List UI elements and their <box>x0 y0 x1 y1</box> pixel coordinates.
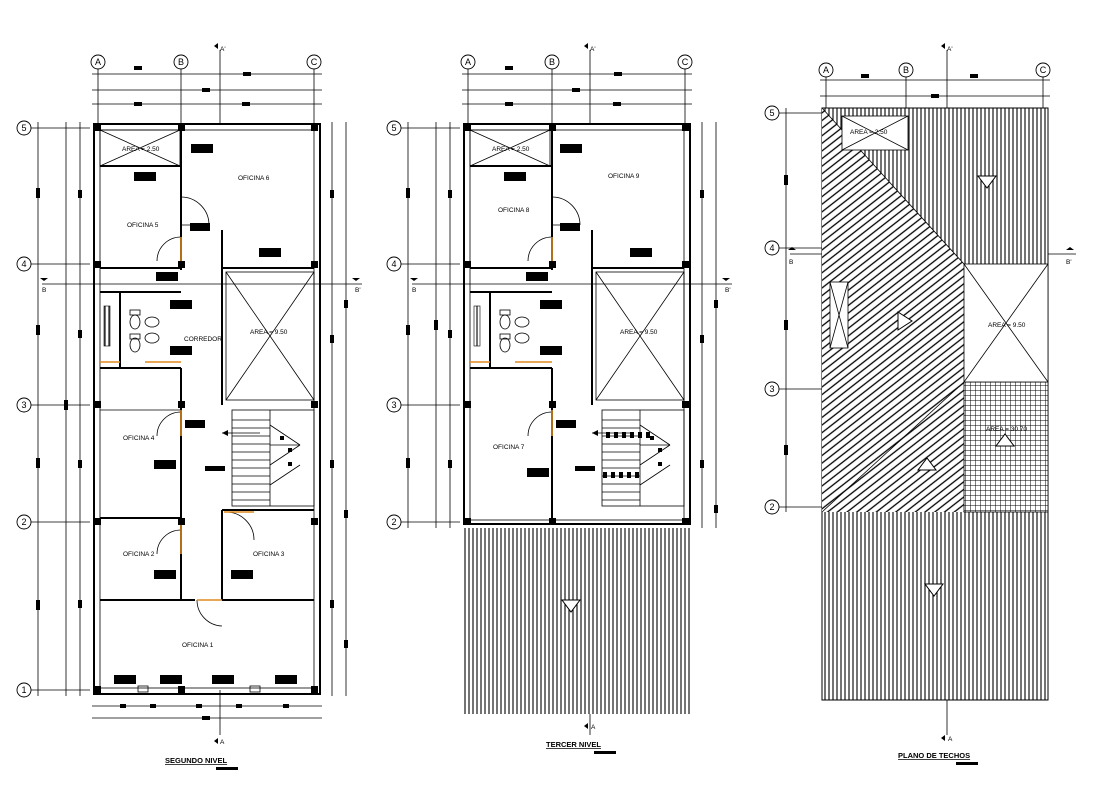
svg-text:5: 5 <box>391 123 396 133</box>
axis-bubble-5: 5 <box>764 105 780 121</box>
room-label: OFICINA 4 <box>123 435 155 442</box>
svg-text:A': A' <box>947 46 953 53</box>
plan-title: PLANO DE TECHOS <box>898 751 970 760</box>
svg-text:B': B' <box>725 287 731 294</box>
svg-text:B: B <box>789 259 793 266</box>
svg-text:C: C <box>1040 65 1047 75</box>
axis-bubble-5: 5 <box>386 120 402 136</box>
axis-bubble-5: 5 <box>16 120 32 136</box>
svg-text:C: C <box>682 57 689 67</box>
axis-bubble-2: 2 <box>386 514 402 530</box>
axis-bubble-3: 3 <box>16 397 32 413</box>
axis-bubble-a: A <box>90 54 106 70</box>
axis-bubble-c: C <box>306 54 322 70</box>
axis-bubble-1: 1 <box>16 682 32 698</box>
svg-text:A: A <box>465 57 471 67</box>
area-label: AREA = 30.70 <box>986 426 1027 433</box>
svg-text:3: 3 <box>391 400 396 410</box>
axis-bubble-c: C <box>1035 62 1051 78</box>
axis-bubble-4: 4 <box>16 256 32 272</box>
area-label: AREA = 9.50 <box>620 329 658 336</box>
svg-text:4: 4 <box>21 259 26 269</box>
room-label: OFICINA 6 <box>238 175 270 182</box>
axis-bubble-3: 3 <box>386 397 402 413</box>
svg-text:C: C <box>311 57 318 67</box>
axis-bubble-b: B <box>544 54 560 70</box>
plan-tercer-nivel: A B C A' 5 4 3 2 B B' <box>386 43 732 754</box>
svg-text:A: A <box>95 57 101 67</box>
svg-text:1: 1 <box>21 685 26 695</box>
svg-text:2: 2 <box>769 502 774 512</box>
svg-text:B: B <box>178 57 184 67</box>
axis-bubble-4: 4 <box>764 240 780 256</box>
room-label: OFICINA 3 <box>253 551 285 558</box>
axis-bubble-2: 2 <box>764 499 780 515</box>
room-label: OFICINA 2 <box>123 551 155 558</box>
svg-text:B: B <box>42 287 46 294</box>
axis-bubble-4: 4 <box>386 256 402 272</box>
room-label: OFICINA 8 <box>498 207 530 214</box>
plan-segundo-nivel: A B C A' 5 4 3 2 1 <box>16 43 362 770</box>
axis-bubble-a: A <box>460 54 476 70</box>
svg-text:B: B <box>549 57 555 67</box>
axis-bubble-2: 2 <box>16 514 32 530</box>
svg-text:B': B' <box>1066 259 1072 266</box>
area-label: AREA = 9.50 <box>988 322 1026 329</box>
axis-bubble-b: B <box>173 54 189 70</box>
room-label: CORREDOR <box>184 336 222 343</box>
area-label: AREA = 2.50 <box>492 146 530 153</box>
svg-text:A: A <box>220 739 225 746</box>
area-label: AREA = 9.50 <box>250 329 288 336</box>
svg-text:B: B <box>412 287 416 294</box>
svg-text:2: 2 <box>21 517 26 527</box>
svg-text:A': A' <box>220 46 226 53</box>
svg-text:5: 5 <box>21 123 26 133</box>
axis-bubble-3: 3 <box>764 381 780 397</box>
room-label: OFICINA 5 <box>127 222 159 229</box>
svg-text:B': B' <box>355 287 361 294</box>
svg-text:A: A <box>591 724 596 731</box>
svg-text:3: 3 <box>21 400 26 410</box>
axis-bubble-c: C <box>677 54 693 70</box>
area-label: AREA = 2.50 <box>122 146 160 153</box>
svg-text:A: A <box>823 65 829 75</box>
room-label: OFICINA 1 <box>182 642 214 649</box>
svg-text:B: B <box>903 65 909 75</box>
plan-title: SEGUNDO NIVEL <box>165 756 228 765</box>
area-label: AREA = 2.50 <box>850 129 888 136</box>
svg-text:A': A' <box>590 46 596 53</box>
svg-text:4: 4 <box>391 259 396 269</box>
svg-text:3: 3 <box>769 384 774 394</box>
svg-text:5: 5 <box>769 108 774 118</box>
plan-plano-de-techos: A B C A' 5 4 3 2 B B' <box>764 43 1076 765</box>
svg-text:A: A <box>948 736 953 743</box>
svg-text:2: 2 <box>391 517 396 527</box>
axis-bubble-b: B <box>898 62 914 78</box>
axis-bubble-a: A <box>818 62 834 78</box>
room-label: OFICINA 7 <box>493 444 525 451</box>
svg-text:4: 4 <box>769 243 774 253</box>
plan-title: TERCER NIVEL <box>546 740 601 749</box>
room-label: OFICINA 9 <box>608 173 640 180</box>
